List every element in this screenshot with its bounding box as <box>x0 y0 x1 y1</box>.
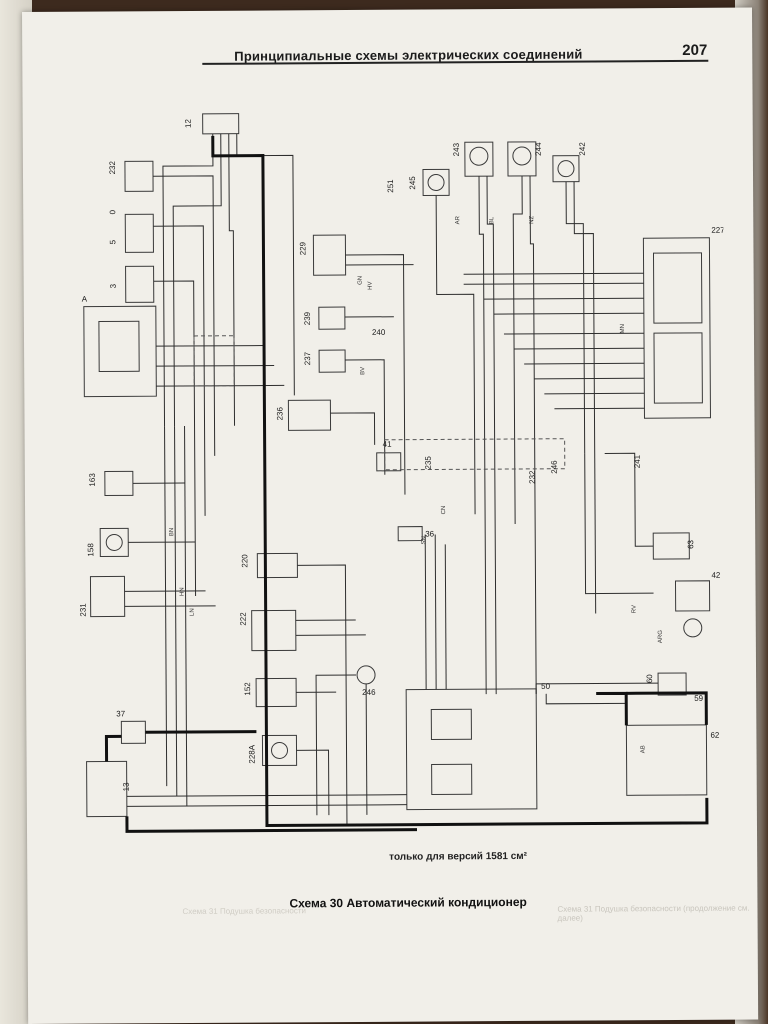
svg-text:246: 246 <box>362 688 376 697</box>
svg-text:227: 227 <box>711 226 725 235</box>
svg-text:AB: AB <box>640 745 646 753</box>
connector-36 <box>397 526 423 542</box>
connector-37 <box>120 720 146 744</box>
document-page: Принципиальные схемы электрических соеди… <box>22 7 759 1024</box>
svg-text:ARG: ARG <box>658 630 664 643</box>
svg-text:231: 231 <box>79 603 88 617</box>
svg-text:232: 232 <box>528 470 537 484</box>
svg-text:36: 36 <box>425 529 435 538</box>
svg-text:CN: CN <box>441 506 447 515</box>
module-62 <box>625 724 708 796</box>
svg-text:3: 3 <box>109 283 118 288</box>
svg-text:243: 243 <box>452 142 461 156</box>
component-63 <box>652 532 690 560</box>
svg-text:241: 241 <box>633 454 642 468</box>
svg-text:SN: SN <box>421 536 427 544</box>
wiring-diagram: 12 232 0 5 3 A 163 158 231 37 13 220 222… <box>79 113 725 833</box>
svg-text:BL: BL <box>489 216 495 224</box>
component-163 <box>104 470 134 497</box>
svg-text:228A: 228A <box>247 744 256 763</box>
svg-text:236: 236 <box>275 407 284 421</box>
lamp-246 <box>356 665 376 685</box>
svg-text:245: 245 <box>408 176 417 190</box>
module-a <box>83 305 157 398</box>
component-42 <box>674 580 711 612</box>
bleed-through-text-left: Схема 31 Подушка безопасности <box>182 906 306 917</box>
svg-text:12: 12 <box>184 119 193 129</box>
component-220 <box>256 552 298 579</box>
control-unit-227 <box>642 237 711 419</box>
svg-text:246: 246 <box>550 460 559 474</box>
component-236 <box>287 399 332 431</box>
svg-text:AR: AR <box>455 215 461 224</box>
svg-text:235: 235 <box>424 456 433 470</box>
svg-text:152: 152 <box>243 682 252 696</box>
svg-text:63: 63 <box>686 539 695 549</box>
component-229 <box>312 234 347 276</box>
svg-text:229: 229 <box>298 241 307 255</box>
component-60 <box>657 672 687 696</box>
svg-text:BN: BN <box>169 528 175 536</box>
connector-12 <box>202 113 240 135</box>
component-158 <box>99 527 129 558</box>
svg-text:LN: LN <box>190 608 196 616</box>
svg-text:BV: BV <box>360 367 366 375</box>
svg-text:220: 220 <box>240 554 249 568</box>
module-50 <box>405 688 538 811</box>
component-242 <box>552 155 580 183</box>
svg-text:244: 244 <box>534 142 543 156</box>
svg-text:158: 158 <box>86 543 95 557</box>
svg-text:232: 232 <box>108 161 117 175</box>
component-239 <box>318 306 346 330</box>
svg-text:60: 60 <box>645 674 654 684</box>
svg-text:50: 50 <box>541 682 551 691</box>
version-footnote: только для версий 1581 см² <box>389 850 528 863</box>
svg-text:RV: RV <box>632 605 638 613</box>
component-41 <box>376 452 402 472</box>
svg-text:240: 240 <box>372 328 386 337</box>
component-152 <box>255 677 297 708</box>
svg-text:37: 37 <box>116 709 126 718</box>
svg-text:222: 222 <box>239 612 248 626</box>
page-number: 207 <box>682 41 708 59</box>
svg-text:237: 237 <box>303 351 312 365</box>
svg-text:242: 242 <box>578 142 587 156</box>
svg-text:239: 239 <box>303 311 312 325</box>
svg-text:59: 59 <box>694 694 704 703</box>
svg-text:163: 163 <box>88 473 97 487</box>
svg-text:HV: HV <box>368 282 374 290</box>
svg-text:A: A <box>82 295 88 304</box>
figure-caption: Схема 30 Автоматический кондиционер <box>289 894 527 911</box>
svg-text:0: 0 <box>108 209 117 214</box>
svg-text:251: 251 <box>386 179 395 193</box>
svg-text:62: 62 <box>710 731 720 740</box>
motor-245 <box>422 168 450 197</box>
component-237 <box>318 349 346 373</box>
switch-231 <box>89 575 126 618</box>
svg-text:41: 41 <box>383 440 393 449</box>
bleed-through-text-right: Схема 31 Подушка безопасности (продолжен… <box>557 903 750 923</box>
svg-text:13: 13 <box>122 782 131 792</box>
component-222 <box>251 609 297 652</box>
svg-text:MN: MN <box>620 324 626 333</box>
svg-text:5: 5 <box>108 239 117 244</box>
svg-text:HN: HN <box>180 587 186 596</box>
svg-text:GN: GN <box>358 276 364 285</box>
svg-text:42: 42 <box>711 571 721 580</box>
svg-text:NZ: NZ <box>529 216 535 224</box>
